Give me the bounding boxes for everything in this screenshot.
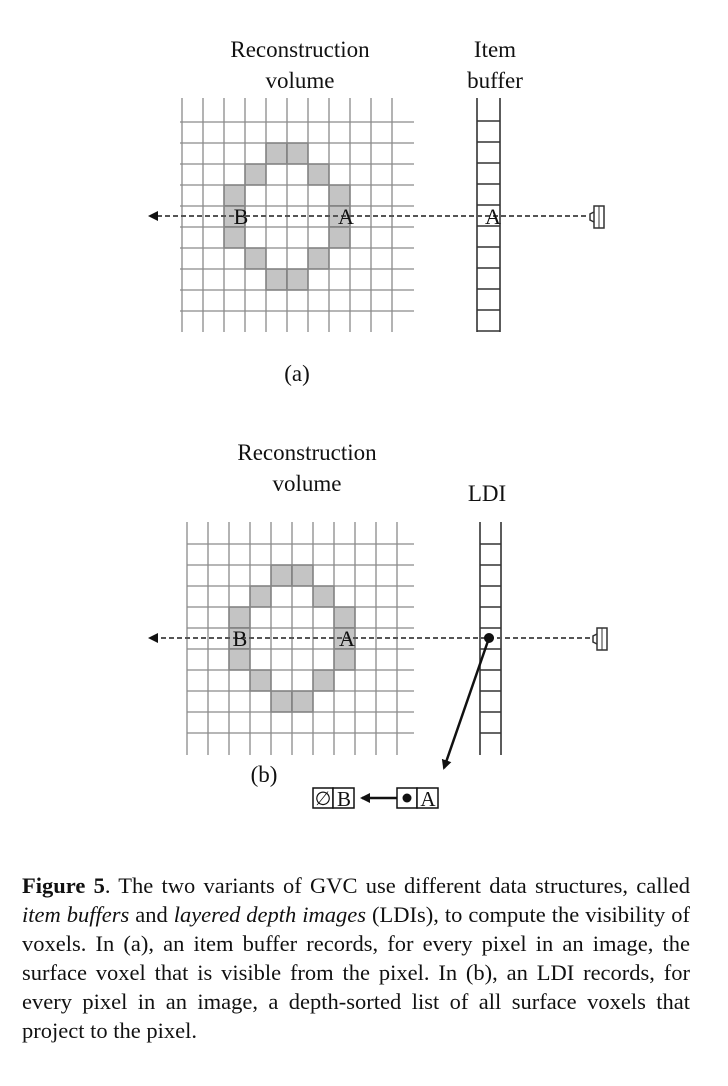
caption-text-part-1: . The two variants of GVC use different …: [104, 872, 691, 898]
panel-a-sublabel: (a): [284, 361, 310, 386]
surface-voxel: [244, 247, 267, 270]
panel-b-reconstruction-grid: [186, 522, 414, 755]
surface-voxel: [223, 184, 246, 207]
figure-5-diagram: Reconstruction volume Item buffer B A A …: [148, 37, 608, 811]
panel-b-camera-icon: [592, 627, 608, 651]
surface-voxel: [270, 564, 293, 587]
caption-text-part-2: and: [129, 901, 174, 927]
caption-figure-label: Figure 5: [22, 872, 105, 898]
panel-b-sublabel: (b): [251, 762, 278, 787]
list-node-a-cell: [416, 787, 439, 809]
panel-a-volume-title-line1: Reconstruction: [230, 37, 370, 62]
surface-voxel: [244, 163, 267, 186]
panel-a-item-buffer-label-line2: buffer: [467, 68, 523, 93]
panel-b-voxel-b-label: B: [233, 626, 248, 651]
surface-voxel: [312, 669, 335, 692]
surface-voxel: [333, 648, 356, 671]
surface-voxel: [265, 268, 288, 291]
surface-voxel: [228, 606, 251, 629]
list-node-b-label: B: [337, 787, 351, 811]
surface-voxel: [328, 226, 351, 249]
panel-a-voxel-b-label: B: [234, 204, 249, 229]
list-node-a-pointer-dot: [402, 793, 412, 803]
surface-voxel: [228, 648, 251, 671]
surface-voxel: [223, 226, 246, 249]
surface-voxel: [270, 690, 293, 713]
list-node-a-label: A: [420, 787, 436, 811]
surface-voxel: [307, 247, 330, 270]
surface-voxel: [265, 142, 288, 165]
panel-b-ldi-label: LDI: [468, 481, 506, 506]
surface-voxel: [291, 690, 314, 713]
surface-voxel: [333, 606, 356, 629]
panel-b: Reconstruction volume LDI B A (b) ∅ B A: [148, 440, 608, 811]
panel-b-pointer-arrow: [441, 637, 491, 770]
caption-term-item-buffers: item buffers: [22, 901, 130, 927]
panel-b-volume-title-line2: volume: [273, 471, 342, 496]
surface-voxel: [286, 268, 309, 291]
surface-voxel: [328, 184, 351, 207]
panel-a-voxel-a-label: A: [338, 204, 354, 229]
panel-b-depth-sorted-list: ∅ B A: [312, 787, 439, 811]
caption-term-ldi: layered depth images: [173, 901, 367, 927]
panel-b-volume-title-line1: Reconstruction: [237, 440, 377, 465]
panel-a-item-buffer-label-line1: Item: [474, 37, 516, 62]
panel-a: Reconstruction volume Item buffer B A A …: [148, 37, 605, 386]
surface-voxel: [312, 585, 335, 608]
panel-a-buffer-hit-label: A: [485, 204, 501, 229]
panel-a-camera-icon: [589, 205, 605, 229]
surface-voxel: [249, 585, 272, 608]
surface-voxel: [307, 163, 330, 186]
caption-text-part-3: (LDIs), to compute the visibility of vox…: [22, 901, 690, 1043]
panel-b-voxel-a-label: A: [339, 626, 355, 651]
list-null-symbol: ∅: [315, 789, 332, 810]
list-node-b-cell: [332, 787, 355, 809]
figure-caption: Figure 5. The two variants of GVC use di…: [22, 871, 690, 1045]
panel-a-volume-title-line2: volume: [266, 68, 335, 93]
surface-voxel: [286, 142, 309, 165]
surface-voxel: [249, 669, 272, 692]
surface-voxel: [291, 564, 314, 587]
